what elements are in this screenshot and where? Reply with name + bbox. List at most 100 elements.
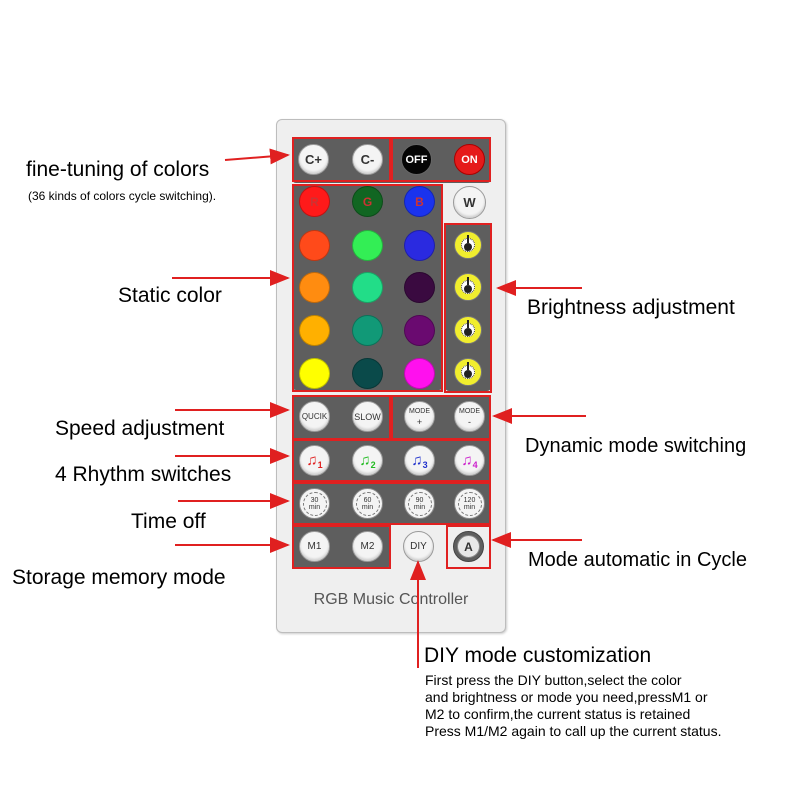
color-plus-button[interactable]: C+ bbox=[298, 144, 329, 175]
static-color-button[interactable] bbox=[404, 358, 435, 389]
rhythm-number: 2 bbox=[370, 459, 376, 470]
brightness-up-icon[interactable] bbox=[454, 231, 482, 259]
blue-button[interactable]: B bbox=[404, 186, 435, 217]
mode-minus-sign: - bbox=[468, 416, 471, 427]
model-name: RGB Music Controller bbox=[313, 591, 469, 608]
rhythm-number: 3 bbox=[422, 459, 428, 470]
mode-plus-sign: + bbox=[416, 416, 423, 427]
static-color-button[interactable] bbox=[299, 230, 330, 261]
highlight-auto bbox=[446, 525, 491, 569]
label-diy-title: DIY mode customization bbox=[424, 644, 652, 667]
m2-button[interactable]: M2 bbox=[352, 531, 383, 562]
music-note-icon: ♫ bbox=[411, 451, 423, 469]
diy-button[interactable]: DIY bbox=[403, 531, 434, 562]
quick-button[interactable]: QUCIK bbox=[299, 401, 330, 432]
label-rhythm: 4 Rhythm switches bbox=[55, 463, 232, 486]
static-color-button[interactable] bbox=[299, 358, 330, 389]
static-color-button[interactable] bbox=[404, 230, 435, 261]
static-color-button[interactable] bbox=[404, 272, 435, 303]
timer-unit: min bbox=[361, 503, 374, 511]
timer-unit: min bbox=[308, 503, 321, 511]
static-color-button[interactable] bbox=[299, 315, 330, 346]
timer-value: 60 bbox=[363, 496, 372, 504]
remote-control: C+ C- OFF ON R G B W QUCIK SLOW MODE + M… bbox=[276, 119, 506, 633]
highlight-memory bbox=[292, 525, 391, 569]
label-brightness: Brightness adjustment bbox=[527, 296, 735, 319]
timer-value: 120 bbox=[463, 496, 476, 504]
diy-line-4: Press M1/M2 again to call up the current… bbox=[425, 723, 722, 739]
mode-minus-label: MODE bbox=[459, 407, 480, 415]
diy-line-2: and brightness or mode you need,pressM1 … bbox=[425, 689, 708, 705]
blue-label: B bbox=[415, 194, 424, 209]
red-label: R bbox=[310, 194, 319, 209]
static-color-button[interactable] bbox=[352, 272, 383, 303]
label-static-color: Static color bbox=[118, 284, 222, 307]
on-button[interactable]: ON bbox=[454, 144, 485, 175]
timer-unit: min bbox=[413, 503, 426, 511]
label-auto-cycle: Mode automatic in Cycle bbox=[528, 549, 747, 571]
green-button[interactable]: G bbox=[352, 186, 383, 217]
highlight-power bbox=[391, 137, 491, 182]
rhythm-button-1[interactable]: ♫1 bbox=[299, 445, 330, 476]
clock-icon bbox=[303, 492, 327, 516]
white-button[interactable]: W bbox=[453, 186, 486, 219]
arrow-fine-tuning bbox=[224, 148, 290, 165]
diy-line-3: M2 to confirm,the current status is reta… bbox=[425, 706, 691, 722]
highlight-static-color bbox=[292, 184, 443, 392]
clock-icon bbox=[458, 492, 482, 516]
color-minus-button[interactable]: C- bbox=[352, 144, 383, 175]
music-note-icon: ♫ bbox=[306, 451, 318, 469]
highlight-fine-tuning bbox=[292, 137, 391, 182]
brightness-up-2-icon[interactable] bbox=[454, 273, 482, 301]
m1-button[interactable]: M1 bbox=[299, 531, 330, 562]
label-storage: Storage memory mode bbox=[12, 566, 226, 589]
rhythm-button-3[interactable]: ♫3 bbox=[404, 445, 435, 476]
clock-icon bbox=[408, 492, 432, 516]
highlight-brightness bbox=[444, 223, 492, 393]
label-fine-tuning: fine-tuning of colors bbox=[26, 158, 210, 181]
timer-value: 90 bbox=[415, 496, 424, 504]
highlight-timer bbox=[292, 482, 491, 525]
rhythm-button-2[interactable]: ♫2 bbox=[352, 445, 383, 476]
rhythm-number: 4 bbox=[472, 459, 478, 470]
rhythm-button-4[interactable]: ♫4 bbox=[454, 445, 485, 476]
timer-value: 30 bbox=[310, 496, 319, 504]
clock-icon bbox=[356, 492, 380, 516]
mode-plus-button[interactable]: MODE + bbox=[404, 401, 435, 432]
static-color-button[interactable] bbox=[352, 315, 383, 346]
diy-line-1: First press the DIY button,select the co… bbox=[425, 672, 682, 688]
green-label: G bbox=[362, 194, 373, 209]
highlight-rhythm bbox=[292, 439, 491, 482]
static-color-button[interactable] bbox=[404, 315, 435, 346]
static-color-button[interactable] bbox=[299, 272, 330, 303]
red-button[interactable]: R bbox=[299, 186, 330, 217]
diy-description: First press the DIY button,select the co… bbox=[425, 672, 721, 740]
mode-minus-button[interactable]: MODE - bbox=[454, 401, 485, 432]
music-note-icon: ♫ bbox=[461, 451, 473, 469]
label-fine-tuning-sub: (36 kinds of colors cycle switching). bbox=[28, 189, 217, 203]
brightness-down-icon[interactable] bbox=[454, 316, 482, 344]
slow-button[interactable]: SLOW bbox=[352, 401, 383, 432]
static-color-button[interactable] bbox=[352, 230, 383, 261]
brightness-down-2-icon[interactable] bbox=[454, 358, 482, 386]
rhythm-number: 1 bbox=[317, 459, 323, 470]
static-color-button[interactable] bbox=[352, 358, 383, 389]
auto-button[interactable]: A bbox=[453, 531, 484, 562]
label-time-off: Time off bbox=[131, 510, 206, 533]
mode-plus-label: MODE bbox=[409, 407, 430, 415]
label-dynamic-mode: Dynamic mode switching bbox=[525, 435, 747, 457]
off-button[interactable]: OFF bbox=[401, 144, 432, 175]
music-note-icon: ♫ bbox=[359, 451, 371, 469]
timer-unit: min bbox=[463, 503, 476, 511]
auto-label: A bbox=[457, 535, 480, 558]
label-speed: Speed adjustment bbox=[55, 417, 225, 440]
